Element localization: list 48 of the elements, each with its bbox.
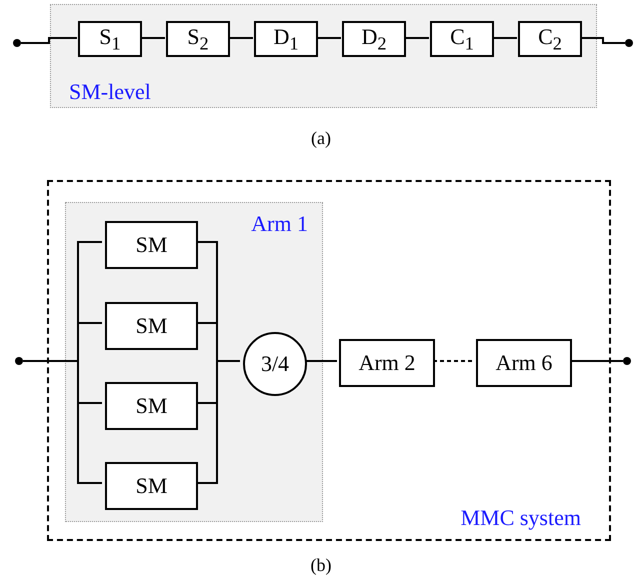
- connector-line: [304, 360, 337, 362]
- terminal-dot: [15, 357, 23, 365]
- block-label: C$_{1}$: [450, 24, 474, 54]
- block-label: SM: [136, 232, 168, 258]
- block-label: S$_{2}$: [187, 24, 209, 54]
- block-box: [339, 339, 435, 387]
- block-box: [78, 21, 142, 57]
- system-boundary: [47, 180, 611, 541]
- connector-line: [21, 37, 77, 44]
- block-box: [166, 21, 230, 57]
- block-box: [476, 339, 572, 387]
- group-label: SM-level: [69, 79, 151, 105]
- terminal-dot: [13, 39, 21, 47]
- block-box: [430, 21, 494, 57]
- connector-line: [141, 37, 165, 39]
- block-label: D$_{2}$: [361, 24, 387, 54]
- connector-line: [405, 37, 429, 39]
- block-box: [105, 462, 198, 510]
- connector-line: [195, 360, 240, 484]
- block-box: [105, 221, 198, 269]
- dashed-connector: [433, 360, 474, 362]
- terminal-dot: [625, 39, 633, 47]
- block-label: SM: [136, 313, 168, 339]
- group-label: Arm 1: [251, 211, 308, 237]
- connector-line: [317, 37, 341, 39]
- group-region: [65, 202, 323, 522]
- connector-line: [581, 37, 625, 44]
- block-label: Arm 6: [496, 350, 552, 376]
- block-label: C$_{2}$: [538, 24, 562, 54]
- connector-line: [570, 360, 623, 362]
- block-label: Arm 2: [358, 350, 416, 376]
- subfigure-label: (a): [311, 128, 331, 149]
- block-label: SM: [136, 393, 168, 419]
- block-box: [342, 21, 406, 57]
- block-box: [254, 21, 318, 57]
- subfigure-label: (b): [310, 555, 332, 576]
- group-region: [50, 4, 597, 108]
- block-label: 3/4: [260, 351, 290, 377]
- block-box: [105, 382, 198, 430]
- block-label: SM: [136, 473, 168, 499]
- block-box: [105, 302, 198, 350]
- block-box: [518, 21, 582, 57]
- connector-line: [229, 37, 253, 39]
- terminal-dot: [623, 357, 631, 365]
- block-label: S$_{1}$: [99, 24, 121, 54]
- connector-line: [493, 37, 517, 39]
- group-label: MMC system: [460, 505, 581, 531]
- block-label: D$_{1}$: [273, 24, 299, 54]
